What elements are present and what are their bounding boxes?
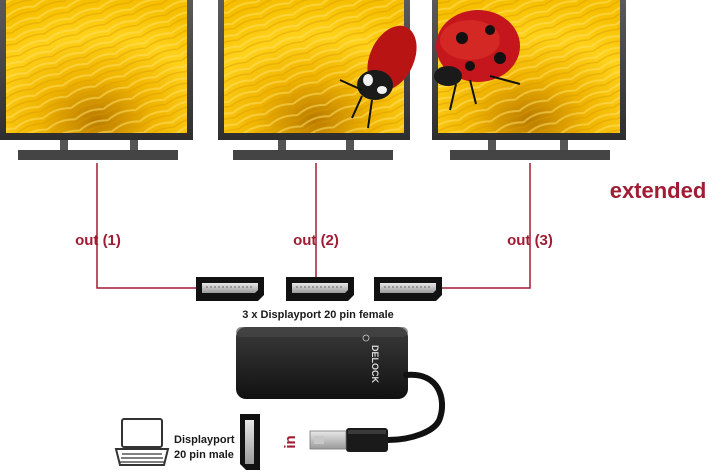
output-label-2: out (2) xyxy=(293,232,339,249)
monitor-2 xyxy=(218,0,417,160)
displayport-female-icon xyxy=(286,277,354,301)
displayport-male-icon xyxy=(309,428,388,452)
input-port-label-line2: 20 pin male xyxy=(174,449,234,461)
hub-cable xyxy=(385,371,446,443)
laptop-icon xyxy=(114,418,170,466)
mode-label: extended xyxy=(610,178,707,203)
output-wires xyxy=(96,163,531,289)
output-label-3: out (3) xyxy=(507,232,553,249)
monitor-stand xyxy=(18,150,178,160)
monitor-1 xyxy=(0,0,193,160)
monitor-stand xyxy=(450,150,610,160)
monitor-3 xyxy=(432,0,626,160)
ladybug-image xyxy=(339,25,417,129)
hub-device: DELOCK xyxy=(236,327,408,399)
wire-out-3 xyxy=(442,163,531,289)
ladybug-image xyxy=(434,10,521,111)
displayport-female-icon xyxy=(240,414,260,470)
monitor-stand xyxy=(233,150,393,160)
output-label-1: out (1) xyxy=(75,232,121,249)
ports-label: 3 x Displayport 20 pin female xyxy=(242,309,394,321)
wire-out-1 xyxy=(96,163,196,289)
displayport-female-icon xyxy=(196,277,264,301)
input-port-label-line1: Displayport xyxy=(174,434,235,446)
displayport-female-icon xyxy=(374,277,442,301)
brand-logo: DELOCK xyxy=(370,345,380,384)
input-label: in xyxy=(282,435,299,448)
